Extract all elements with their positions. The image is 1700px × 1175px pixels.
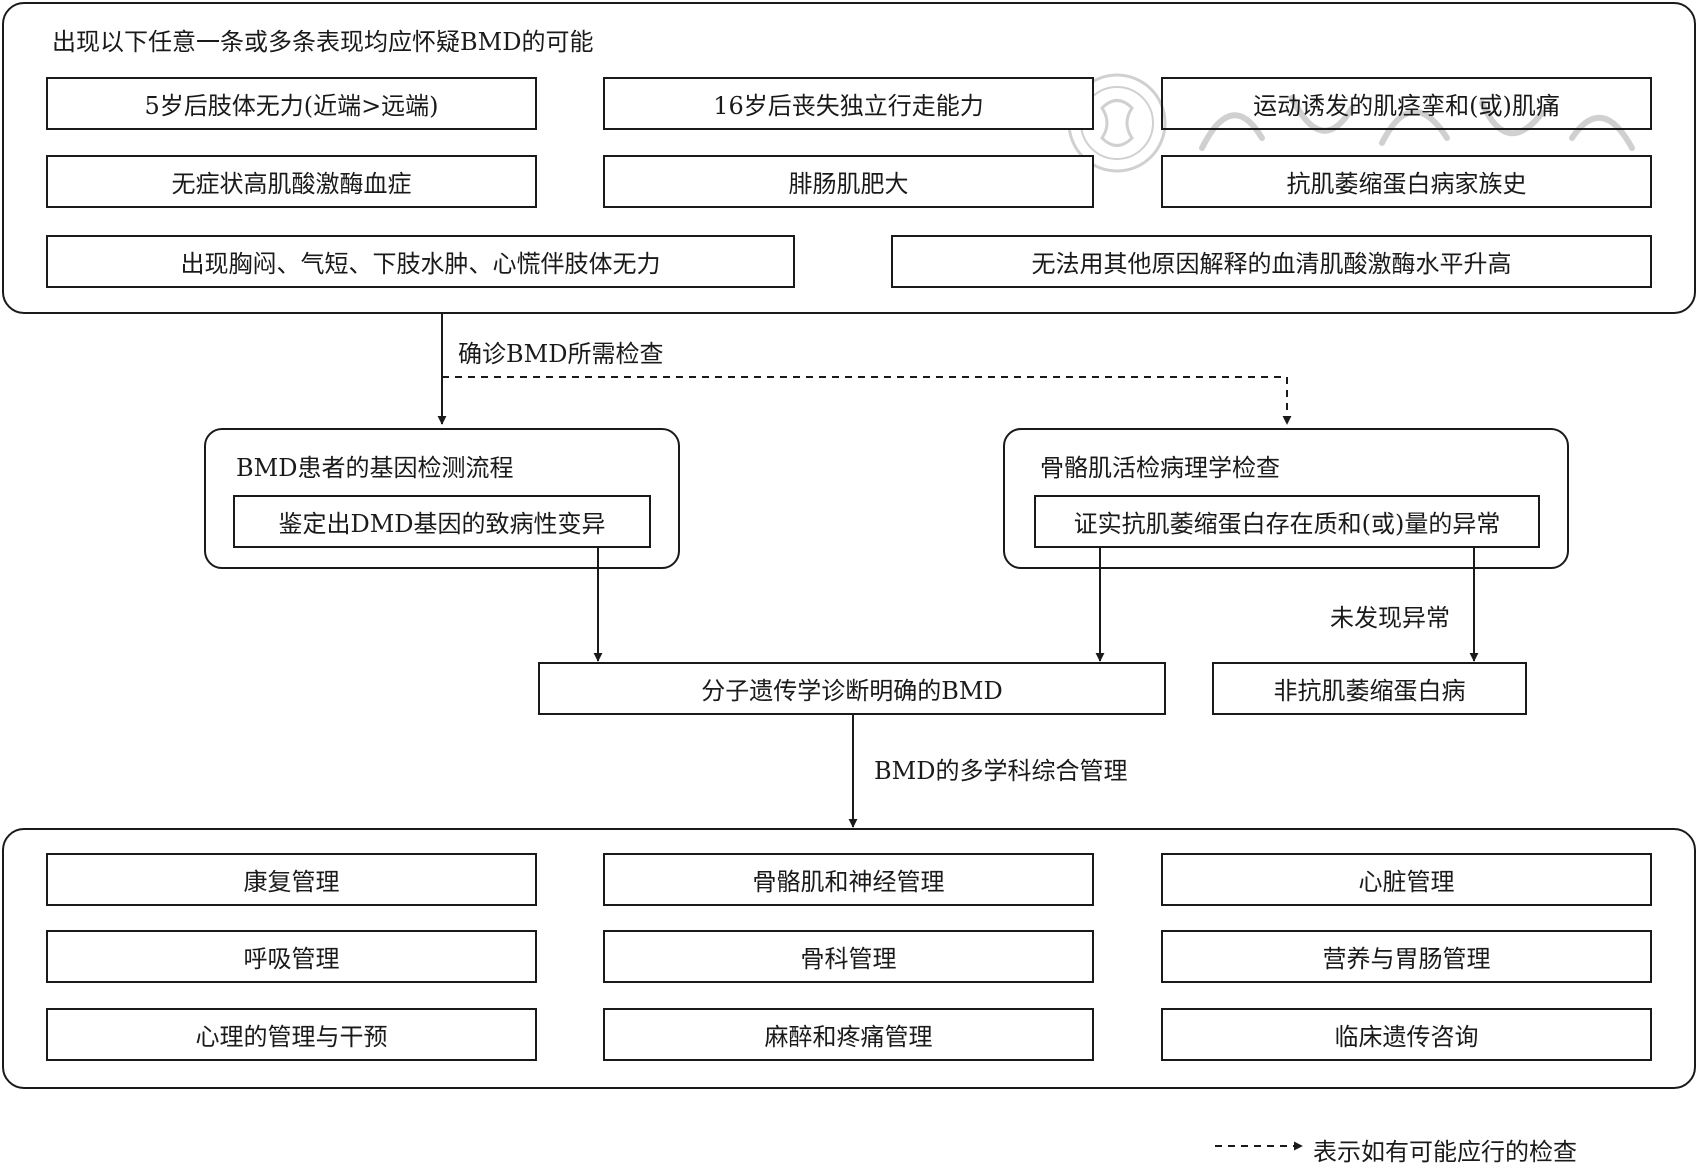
management-label: BMD的多学科综合管理 (874, 757, 1128, 785)
biopsy-finding-box: 证实抗肌萎缩蛋白存在质和(或)量的异常 (1034, 495, 1540, 548)
management-box: 骨骼肌和神经管理 (603, 853, 1094, 906)
symptom-box: 出现胸闷、气短、下肢水肿、心慌伴肢体无力 (46, 235, 795, 288)
symptoms-panel (2, 2, 1696, 314)
symptom-box: 无法用其他原因解释的血清肌酸激酶水平升高 (891, 235, 1652, 288)
management-box: 临床遗传咨询 (1161, 1008, 1652, 1061)
biopsy-title: 骨骼肌活检病理学检查 (1040, 454, 1280, 482)
symptom-box: 运动诱发的肌痉挛和(或)肌痛 (1161, 77, 1652, 130)
confirm-label: 确诊BMD所需检查 (458, 340, 664, 368)
dashed-arrow-to-biopsy (442, 376, 1292, 425)
management-box: 呼吸管理 (46, 930, 537, 983)
symptom-box: 无症状高肌酸激酶血症 (46, 155, 537, 208)
symptom-box: 抗肌萎缩蛋白病家族史 (1161, 155, 1652, 208)
management-box: 心理的管理与干预 (46, 1008, 537, 1061)
management-box: 麻醉和疼痛管理 (603, 1008, 1094, 1061)
management-box: 骨科管理 (603, 930, 1094, 983)
legend-text: 表示如有可能应行的检查 (1313, 1138, 1577, 1166)
management-panel (2, 828, 1696, 1089)
genetic-title: BMD患者的基因检测流程 (236, 454, 514, 482)
no-abnormal-label: 未发现异常 (1330, 604, 1450, 632)
biopsy-panel (1003, 428, 1569, 569)
management-box: 康复管理 (46, 853, 537, 906)
genetic-panel (204, 428, 680, 569)
symptom-box: 腓肠肌肥大 (603, 155, 1094, 208)
symptom-box: 5岁后肢体无力(近端>远端) (46, 77, 537, 130)
symptoms-title: 出现以下任意一条或多条表现均应怀疑BMD的可能 (52, 28, 594, 56)
management-box: 营养与胃肠管理 (1161, 930, 1652, 983)
diagnosis-box: 分子遗传学诊断明确的BMD (538, 662, 1166, 715)
symptom-box: 16岁后丧失独立行走能力 (603, 77, 1094, 130)
genetic-finding-box: 鉴定出DMD基因的致病性变异 (233, 495, 651, 548)
management-box: 心脏管理 (1161, 853, 1652, 906)
non-dystrophinopathy-box: 非抗肌萎缩蛋白病 (1212, 662, 1527, 715)
